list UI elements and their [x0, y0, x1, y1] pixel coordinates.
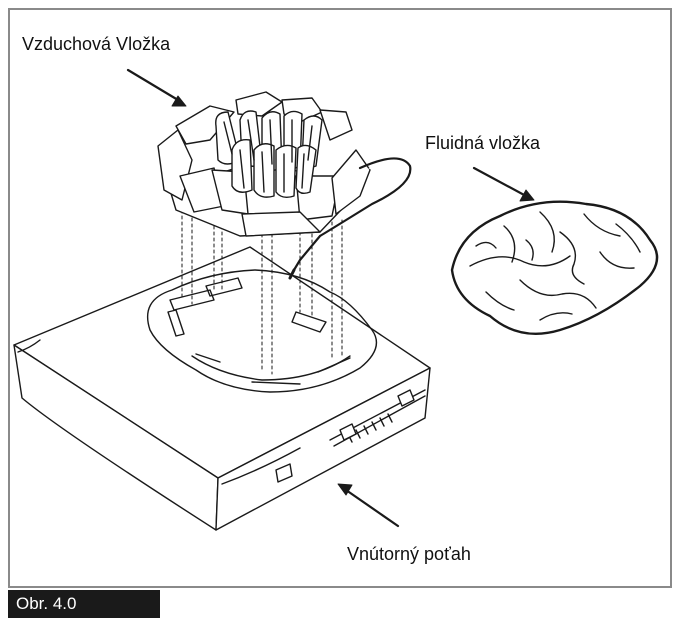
label-fluid-insert: Fluidná vložka — [425, 133, 540, 154]
arrow-fluid-insert — [474, 168, 534, 201]
air-insert — [158, 92, 410, 278]
arrow-inner-cover — [338, 484, 398, 526]
label-air-insert: Vzduchová Vložka — [22, 34, 170, 55]
label-inner-cover: Vnútorný poťah — [347, 544, 471, 565]
figure-caption: Obr. 4.0 — [8, 590, 160, 618]
fluid-insert — [452, 202, 657, 334]
arrow-air-insert — [128, 70, 186, 106]
